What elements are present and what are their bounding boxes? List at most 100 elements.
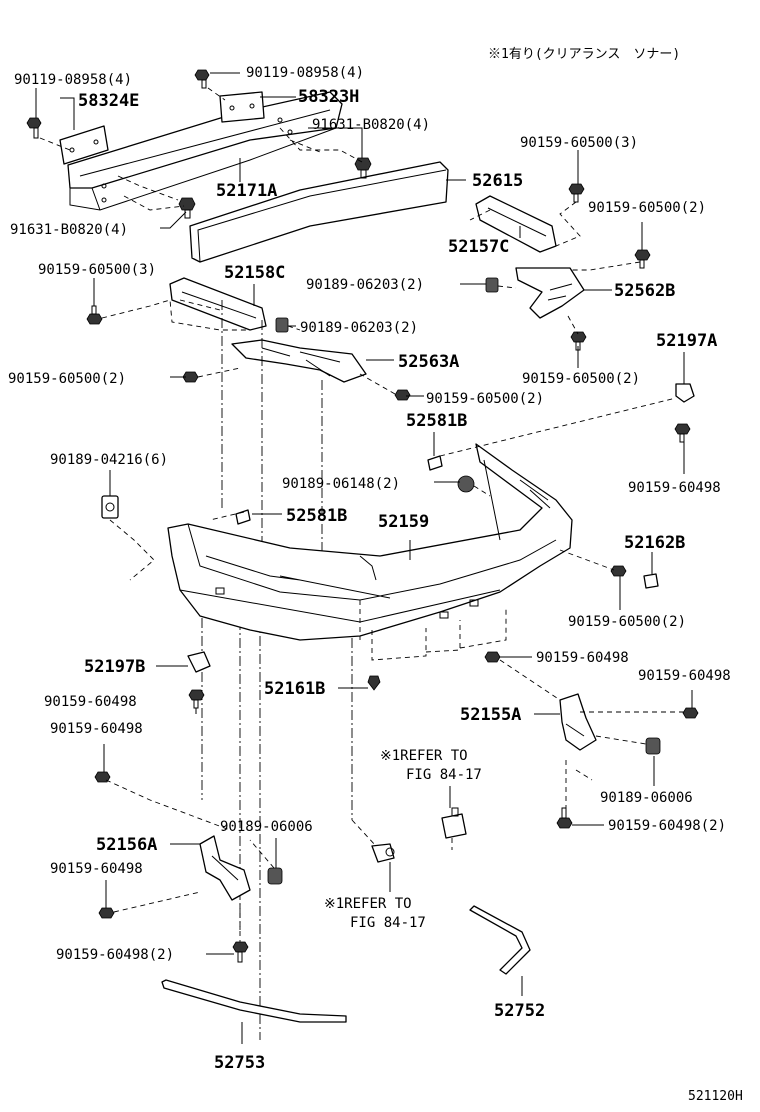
label-90159-60500-3-left: 90159-60500(3): [38, 262, 156, 278]
label-52753: 52753: [214, 1053, 265, 1073]
sonar-sensor-upper: [441, 807, 467, 839]
bolt-90119-08958-top: [194, 69, 210, 89]
label-90159-60500-2-upper: 90159-60500(2): [588, 200, 706, 216]
dashed-lines-sensors: [351, 819, 453, 850]
label-52581b-lower: 52581B: [286, 506, 347, 526]
label-90189-06148: 90189-06148(2): [282, 476, 400, 492]
bolt-90159-60498-2-bottom: [232, 941, 249, 963]
label-91631-b0820-right: 91631-B0820(4): [312, 117, 430, 133]
label-90119-08958-left: 90119-08958(4): [14, 72, 132, 88]
label-52155a: 52155A: [460, 705, 521, 725]
label-90189-04216: 90189-04216(6): [50, 452, 168, 468]
retainer-52156a: [199, 835, 251, 901]
bolt-90159-60498-mid: [484, 651, 501, 663]
label-91631-b0820-left: 91631-B0820(4): [10, 222, 128, 238]
clip-90189-06148: [457, 475, 475, 493]
bolt-90119-08958-left: [26, 117, 42, 139]
retainer-52158c: [169, 277, 267, 331]
label-90159-60498-left: 90159-60498: [50, 721, 143, 737]
label-90189-06006-left: 90189-06006: [220, 819, 313, 835]
sonar-sensor-lower: [371, 843, 395, 863]
label-90159-60498-2-right: 90159-60498(2): [608, 818, 726, 834]
bolt-90159-60500-2-center: [394, 389, 411, 401]
clip-52161b: [367, 675, 381, 691]
label-90159-60500-3-upper: 90159-60500(3): [520, 135, 638, 151]
bolt-90159-60498-left: [94, 771, 111, 783]
nut-90189-04216: [101, 495, 119, 519]
label-52615: 52615: [472, 171, 523, 191]
label-90159-60500-2-left: 90159-60500(2): [8, 371, 126, 387]
retainer-52155a: [559, 693, 597, 751]
label-90159-60500-2-center: 90159-60500(2): [426, 391, 544, 407]
clip-90189-06203-right: [485, 277, 499, 293]
nut-90189-06006-left: [267, 867, 283, 885]
label-58324e: 58324E: [78, 91, 139, 111]
label-refer-lower-2: FIG 84-17: [350, 915, 426, 931]
label-52197b: 52197B: [84, 657, 145, 677]
bolt-90159-60498-right: [682, 707, 699, 719]
molding-52753: [161, 979, 347, 1023]
bolt-90159-60500-2-lowerright: [570, 331, 587, 351]
bracket-52197a: [674, 383, 695, 443]
molding-52752: [469, 905, 531, 975]
bolt-91631-b0820-right: [354, 157, 372, 179]
label-90119-08958-top: 90119-08958(4): [246, 65, 364, 81]
label-90159-60500-2-bumper: 90159-60500(2): [568, 614, 686, 630]
header-note: ※1有り(クリアランス ソナー): [488, 47, 680, 62]
dashed-lines-lower-clips: [371, 606, 507, 661]
label-52171a: 52171A: [216, 181, 277, 201]
label-52157c: 52157C: [448, 237, 509, 257]
bracket-52197b: [187, 651, 211, 709]
label-58323h: 58323H: [298, 87, 359, 107]
label-90189-06006-right: 90189-06006: [600, 790, 693, 806]
label-52581b-upper: 52581B: [406, 411, 467, 431]
label-52161b: 52161B: [264, 679, 325, 699]
label-90159-60498-mid: 90159-60498: [536, 650, 629, 666]
bolt-91631-b0820-left: [178, 197, 196, 219]
dashed-lines-bumper-cover: [109, 397, 677, 640]
label-90159-60498-right: 90159-60498: [638, 668, 731, 684]
label-refer-lower-1: ※1REFER TO: [324, 896, 412, 912]
bolt-90159-60498-2-right: [556, 807, 573, 829]
bolt-90159-60500-3-upper: [568, 183, 585, 203]
dashed-lines-right-retainers: [469, 201, 641, 335]
retainer-52562b: [515, 267, 585, 319]
callout-labels: 90119-08958(4) 90119-08958(4) 58324E 583…: [8, 65, 731, 1073]
bolt-90159-60498-lowerleft: [98, 907, 115, 919]
label-52156a: 52156A: [96, 835, 157, 855]
clip-90189-06203-left: [275, 317, 289, 333]
label-90159-60500-2-lowerright: 90159-60500(2): [522, 371, 640, 387]
absorber-52615: [189, 161, 449, 263]
label-90189-06203-left: 90189-06203(2): [300, 320, 418, 336]
label-52752: 52752: [494, 1001, 545, 1021]
label-90159-60498-52197b: 90159-60498: [44, 694, 137, 710]
bumper-cover-52159: [167, 443, 573, 641]
label-90159-60498-upperright: 90159-60498: [628, 480, 721, 496]
label-refer-upper-2: FIG 84-17: [406, 767, 482, 783]
label-52563a: 52563A: [398, 352, 459, 372]
label-52162b: 52162B: [624, 533, 685, 553]
nut-90189-06006-right: [645, 737, 661, 755]
label-90159-60498-lowerleft: 90159-60498: [50, 861, 143, 877]
bracket-58323h: [219, 91, 265, 123]
bolt-90159-60500-2-upper: [634, 249, 651, 269]
clip-52581b-upper: [427, 455, 443, 471]
bolt-90159-60500-3-left: [86, 305, 103, 325]
clip-52162b: [610, 565, 659, 589]
label-52562b: 52562B: [614, 281, 675, 301]
leader-lines: [35, 72, 693, 1044]
retainer-52563a: [231, 339, 367, 383]
alignment-lines: [201, 300, 353, 1040]
dashed-lines-reinforcement: [39, 87, 363, 211]
label-90159-60498-2-bottom: 90159-60498(2): [56, 947, 174, 963]
bumper-reinforcement-52171a: [67, 91, 343, 211]
label-52158c: 52158C: [224, 263, 285, 283]
dashed-lines-left-retainers: [101, 299, 396, 395]
dashed-lines-lower-left: [105, 779, 275, 942]
figure-id: 521120H: [688, 1089, 743, 1104]
label-52159: 52159: [378, 512, 429, 532]
bracket-58324e: [59, 125, 109, 165]
label-52197a: 52197A: [656, 331, 717, 351]
label-refer-upper-1: ※1REFER TO: [380, 748, 468, 764]
